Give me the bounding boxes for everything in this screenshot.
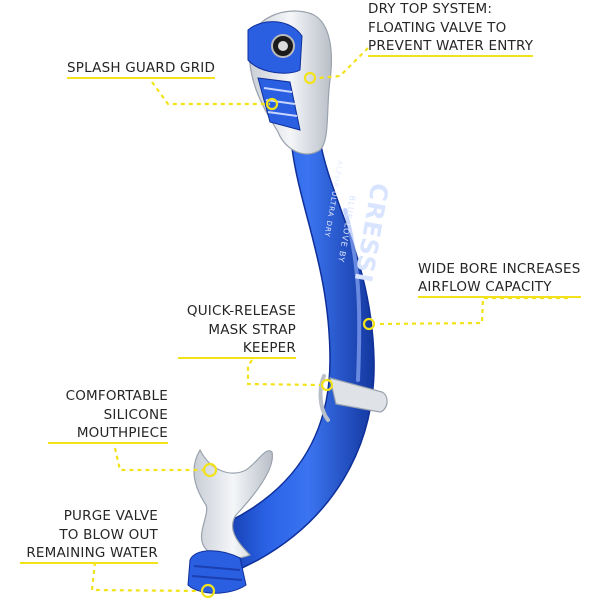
callout-mouthpiece: COMFORTABLE SILICONE MOUTHPIECE xyxy=(48,387,168,444)
callout-purge-valve: PURGE VALVE TO BLOW OUT REMAINING WATER xyxy=(20,507,158,564)
marker-purge-valve xyxy=(200,583,216,599)
callout-line: COMFORTABLE xyxy=(65,388,168,404)
marker-dry-top xyxy=(303,71,317,85)
marker-wide-bore xyxy=(362,317,376,331)
callout-line: FLOATING VALVE TO xyxy=(368,20,507,36)
callout-line: DRY TOP SYSTEM: xyxy=(368,1,493,17)
callout-wide-bore: WIDE BORE INCREASES AIRFLOW CAPACITY xyxy=(418,260,581,298)
callout-line: PREVENT WATER ENTRY xyxy=(368,38,534,57)
leader-purge-valve xyxy=(90,561,201,593)
leader-wide-bore xyxy=(375,296,568,326)
leader-mouthpiece xyxy=(113,447,204,472)
callout-line: SPLASH GUARD GRID xyxy=(67,60,216,79)
silicone-mouthpiece xyxy=(193,448,273,559)
target-markers xyxy=(200,71,376,599)
callout-line: SILICONE xyxy=(103,407,168,423)
callout-line: MASK STRAP xyxy=(208,322,296,338)
leader-quick-release xyxy=(246,359,321,387)
marker-quick-release xyxy=(320,378,334,392)
callout-line: MOUTHPIECE xyxy=(48,425,168,444)
callout-dry-top: DRY TOP SYSTEM: FLOATING VALVE TO PREVEN… xyxy=(368,0,534,57)
snorkel-tube xyxy=(209,139,375,576)
marker-mouthpiece xyxy=(202,462,218,478)
splash-guard-grid xyxy=(257,77,301,131)
mask-strap-keeper xyxy=(318,374,388,422)
purge-valve-cap xyxy=(187,550,247,594)
callout-line: WIDE BORE INCREASES xyxy=(418,261,581,277)
marker-splash-guard xyxy=(265,97,279,111)
callout-line: AIRFLOW CAPACITY xyxy=(418,279,581,298)
callout-splash-guard: SPLASH GUARD GRID xyxy=(67,60,216,79)
leader-lines xyxy=(90,47,568,593)
callout-line: QUICK-RELEASE xyxy=(186,303,296,319)
callout-line: KEEPER xyxy=(178,340,296,359)
callout-line: PURGE VALVE xyxy=(63,508,158,524)
leader-splash-guard xyxy=(151,81,270,106)
callout-line: REMAINING WATER xyxy=(20,545,158,564)
callout-quick-release: QUICK-RELEASE MASK STRAP KEEPER xyxy=(178,302,296,359)
callout-line: TO BLOW OUT xyxy=(59,527,158,543)
